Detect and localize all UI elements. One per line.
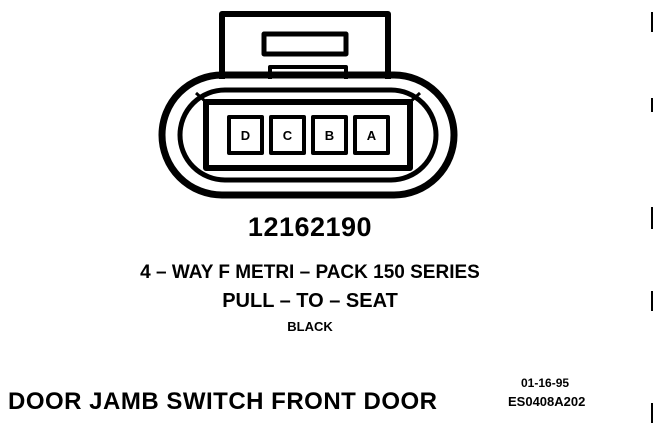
connector-description: 4 – WAY F METRI – PACK 150 SERIES [140,262,480,283]
pin-cavity-a [353,115,390,155]
pin-label-d: D [241,128,250,143]
connector-color: BLACK [287,319,333,334]
latch-slot [261,31,349,57]
pin-cavity-b [311,115,348,155]
pin-cavity-d [227,115,264,155]
pin-label-c: C [283,128,293,143]
diagram-date: 01-16-95 [521,376,570,390]
right-border-mark [651,207,653,229]
connector-outer-body [158,71,458,199]
pin-label-b: B [325,128,334,143]
diagram-code: ES0408A202 [508,394,586,409]
part-number: 12162190 [247,212,373,242]
diagram-caption: DOOR JAMB SWITCH FRONT DOOR [8,388,438,415]
connector-inner-shell [177,87,439,183]
right-border-mark [651,291,653,311]
right-border-mark [651,12,653,32]
latch-housing [219,11,391,79]
connector-seat-type: PULL – TO – SEAT [222,290,398,312]
terminal-block [203,99,413,171]
right-border-mark [651,98,653,112]
pin-cavity-c [269,115,306,155]
pin-label-a: A [367,128,377,143]
right-border-mark [651,403,653,423]
